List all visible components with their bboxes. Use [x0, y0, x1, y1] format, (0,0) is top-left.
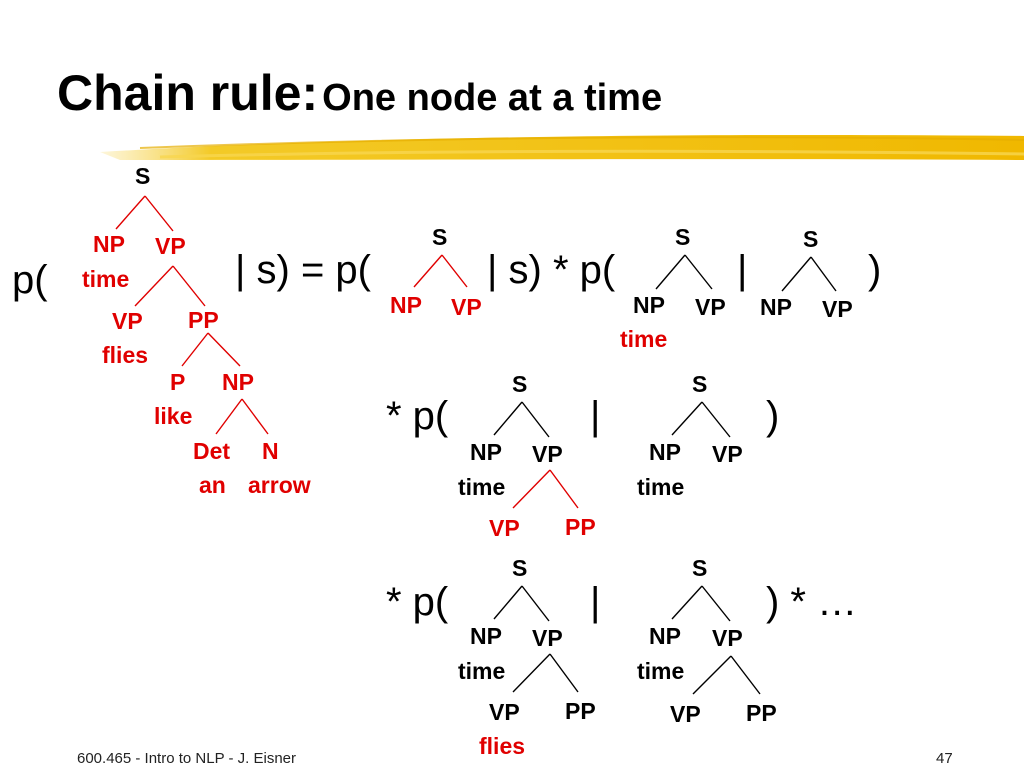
row3-a-vp: VP [532, 625, 563, 651]
tree-full-np2: NP [222, 369, 254, 395]
row3-a-flies: flies [479, 733, 526, 759]
row3-b-vp: VP [712, 625, 743, 651]
row1-a-vp: VP [451, 294, 482, 320]
row1-a-np: NP [390, 292, 422, 318]
row1-b-time: time [620, 326, 668, 352]
row3-a-vp2: VP [489, 699, 520, 725]
tree-full-time: time [82, 266, 130, 292]
close-2: ) [766, 394, 780, 438]
row1-b-s: S [675, 224, 691, 250]
row1-c-s: S [803, 226, 819, 252]
tree-full-vp: VP [155, 233, 186, 259]
tree-full-vp2: VP [112, 308, 143, 334]
slide-title: Chain rule: One node at a time [57, 64, 662, 122]
title-sub: One node at a time [322, 77, 663, 119]
row2-b-vp: VP [712, 441, 743, 467]
row2-a-vp2: VP [489, 515, 520, 541]
times-p-3: * p( [386, 580, 449, 624]
footer-credit: 600.465 - Intro to NLP - J. Eisner [77, 750, 297, 767]
row2-b-np: NP [649, 439, 681, 465]
row2-a-s: S [512, 371, 528, 397]
given-s-times-p: | s) * p( [487, 248, 616, 292]
row3-b-pp: PP [746, 700, 777, 726]
row3-a-pp: PP [565, 698, 596, 724]
row3-b-time: time [637, 658, 685, 684]
row1-a-s: S [432, 224, 448, 250]
close-times-ellipsis: ) * … [766, 580, 858, 624]
title-main: Chain rule: [57, 65, 319, 121]
given-s-eq-p: | s) = p( [235, 248, 371, 292]
row2-a-np: NP [470, 439, 502, 465]
bar-1: | [737, 248, 748, 292]
row2-b-time: time [637, 474, 685, 500]
row2-a-vp: VP [532, 441, 563, 467]
row3-b-np: NP [649, 623, 681, 649]
tree-full-n: N [262, 438, 279, 464]
p-open-1: p( [12, 258, 48, 302]
row3-a-np: NP [470, 623, 502, 649]
close-1: ) [868, 248, 882, 292]
row3-b-vp2: VP [670, 701, 701, 727]
tree-full-np: NP [93, 231, 125, 257]
slide-number: 47 [936, 750, 953, 767]
tree-full-an: an [199, 472, 226, 498]
tree-full-arrow: arrow [248, 472, 311, 498]
row1-b-vp: VP [695, 294, 726, 320]
row1-c-vp: VP [822, 296, 853, 322]
tree-full-like: like [154, 403, 193, 429]
row1-c-np: NP [760, 294, 792, 320]
row3-a-time: time [458, 658, 506, 684]
bar-2: | [590, 394, 601, 438]
bar-3: | [590, 580, 601, 624]
tree-full-det: Det [193, 438, 231, 464]
row2-b-s: S [692, 371, 708, 397]
row1-b-np: NP [633, 292, 665, 318]
times-p-2: * p( [386, 394, 449, 438]
tree-full-p: P [170, 369, 186, 395]
tree-full-pp: PP [188, 307, 219, 333]
tree-full-s: S [135, 163, 151, 189]
row2-a-pp: PP [565, 514, 596, 540]
row3-a-s: S [512, 555, 528, 581]
row2-a-time: time [458, 474, 506, 500]
tree-full-flies: flies [102, 342, 149, 368]
row3-b-s: S [692, 555, 708, 581]
